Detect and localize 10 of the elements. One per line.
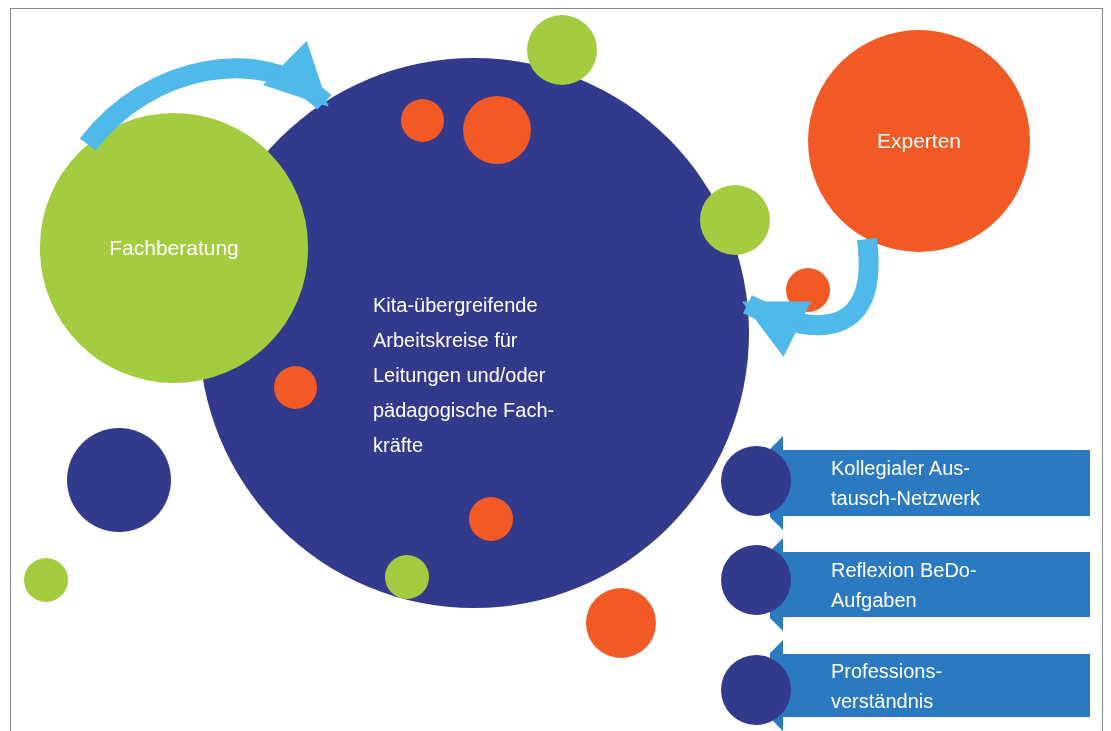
node-label: Experten	[876, 128, 962, 154]
node-label: Kita-übergreifende Arbeitskreise für Leitungen und/oder pädagogische Fach- kräfte	[373, 293, 556, 458]
arrow-banner	[770, 538, 1090, 631]
node-label: Professions- verständnis	[831, 658, 944, 714]
node-label: Kollegialer Aus- tausch-Netzwerk	[831, 456, 981, 511]
node-label: Fachberatung	[109, 235, 239, 261]
curved-arrow	[80, 42, 331, 152]
arrow-banner	[770, 436, 1090, 530]
arrow-banner	[770, 640, 1090, 731]
node-label: Reflexion BeDo- Aufgaben	[831, 557, 978, 613]
